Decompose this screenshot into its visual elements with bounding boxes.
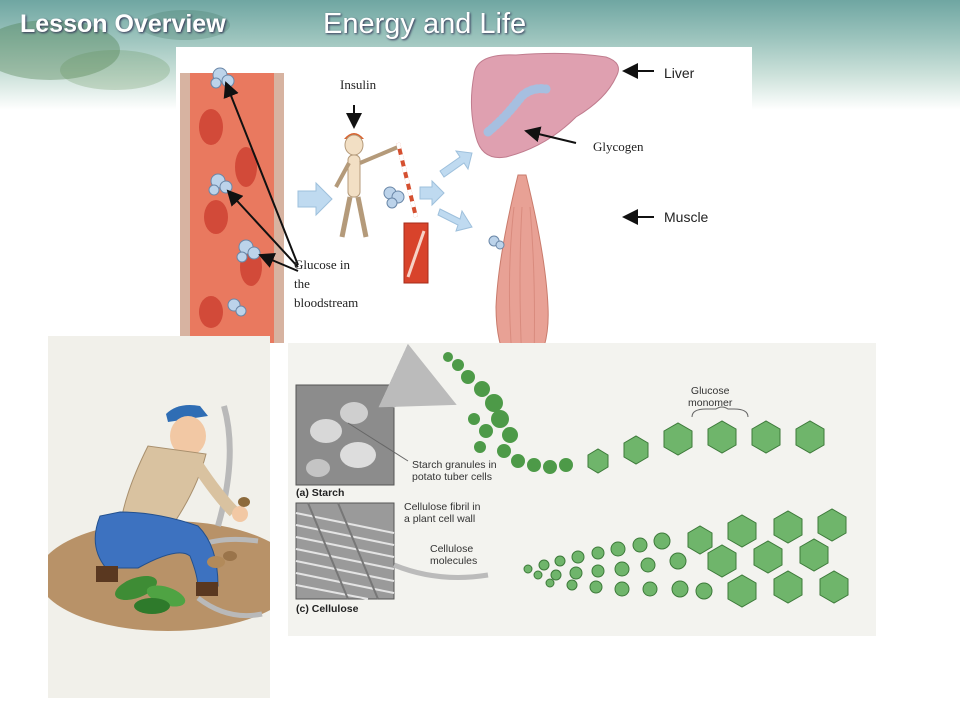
glucose-storage-illustration (180, 52, 654, 373)
cellulose-molecules-label: Cellulose molecules (430, 543, 478, 567)
insulin-figure (334, 105, 399, 238)
glycogen-label: Glycogen (593, 139, 644, 154)
liver-illustration (470, 52, 619, 159)
farmer-figure (94, 405, 250, 596)
cellulose-caption: (c) Cellulose (296, 603, 359, 615)
cellulose-strands (523, 508, 849, 608)
muscle-illustration (488, 174, 549, 373)
glucose-storage-diagram: Insulin Liver Glycogen Muscle Glucose in… (176, 47, 752, 373)
gate-barrier (396, 142, 429, 284)
starch-caption: (a) Starch (296, 487, 345, 499)
cellulose-fibril-label: Cellulose fibril in a plant cell wall (404, 501, 481, 525)
glucose-hexagons (587, 420, 825, 474)
starch-cellulose-illustration (295, 343, 849, 608)
blood-vessel (180, 73, 284, 362)
section-label: Lesson Overview (20, 10, 226, 38)
polysaccharide-diagram: Starch granules in potato tuber cells (a… (288, 343, 876, 636)
cellulose-micrograph (295, 502, 395, 600)
page-title: Energy and Life (323, 8, 527, 40)
plant-leaves (115, 551, 237, 614)
glucose-bloodstream-label: Glucose in the bloodstream (294, 257, 359, 310)
insulin-label: Insulin (340, 77, 377, 92)
starch-chain (443, 352, 573, 474)
farmer-illustration-panel (38, 336, 298, 698)
starch-granules-label: Starch granules in potato tuber cells (412, 459, 497, 483)
muscle-label: Muscle (664, 209, 709, 225)
liver-label: Liver (664, 65, 695, 81)
farmer-illustration (38, 405, 298, 631)
glucose-monomer-label: Glucose monomer (688, 385, 733, 409)
starch-micrograph (295, 384, 409, 486)
